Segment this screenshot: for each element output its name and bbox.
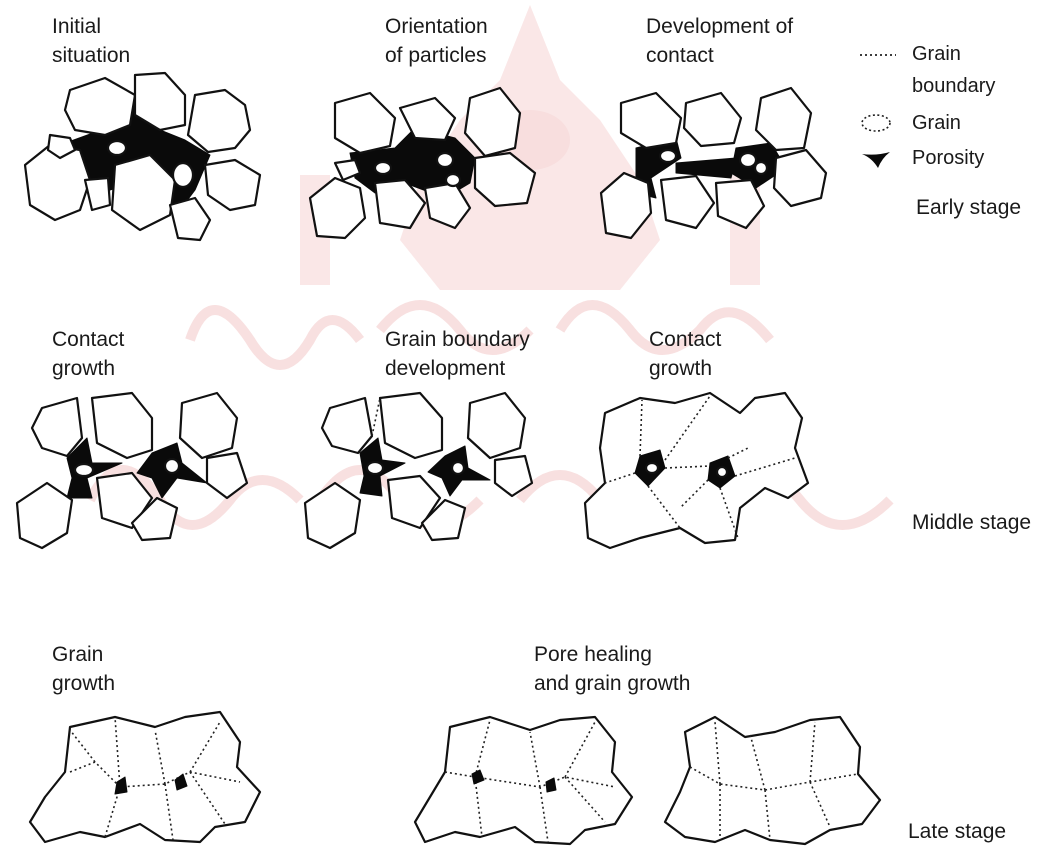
legend-grain: Grain: [858, 109, 961, 137]
legend-grain-boundary: Grain: [858, 40, 961, 68]
porosity-icon: [858, 144, 912, 172]
diagram-development-of-contact: [596, 88, 831, 248]
stage-late: Late stage: [908, 818, 1006, 846]
diagram-contact-growth-1: [12, 388, 247, 558]
legend: Grain boundary Grain Porosity: [858, 36, 1058, 186]
diagram-pore-healing-1: [410, 712, 645, 847]
grain-icon: [858, 109, 912, 137]
stage-early: Early stage: [916, 194, 1021, 222]
diagram-grain-growth: [25, 712, 265, 847]
legend-grain-boundary-label: Grain: [912, 42, 961, 66]
diagram-grain-boundary-development: [300, 388, 535, 558]
diagram-pore-healing-2: [660, 712, 890, 847]
legend-porosity: Porosity: [858, 144, 984, 172]
legend-grain-boundary-line2: boundary: [912, 72, 995, 100]
stage-middle: Middle stage: [912, 509, 1031, 537]
dotted-line-icon: [858, 40, 912, 68]
diagram-orientation-of-particles: [305, 88, 540, 248]
diagram-contact-growth-2: [580, 388, 810, 558]
diagram-initial-situation: [20, 70, 265, 250]
